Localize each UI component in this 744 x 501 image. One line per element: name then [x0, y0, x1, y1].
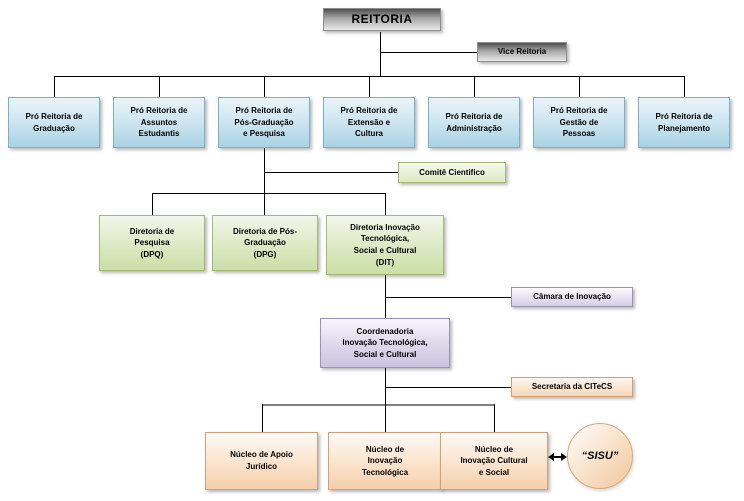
node-label: “SISU”	[581, 450, 619, 462]
node-pro-reitoria-administracao: Pró Reitoria de Administração	[428, 97, 520, 148]
node-camara-inovacao: Câmara de Inovação	[511, 287, 633, 307]
connector-comite	[264, 172, 398, 173]
connector-dit-trunk	[385, 275, 386, 318]
connector-root-trunk	[380, 32, 381, 76]
connector-drop	[474, 76, 475, 97]
node-label: Coordenadoria Inovação Tecnológica, Soci…	[342, 326, 428, 359]
node-secretaria-citecs: Secretaria da CITeCS	[511, 377, 633, 397]
connector-vice	[380, 52, 477, 53]
node-nucleo-inovacao-tecnologica: Núcleo de Inovação Tecnológica	[328, 432, 442, 490]
node-sisu: “SISU”	[567, 423, 633, 489]
node-label: Comitê Cientifico	[419, 167, 485, 177]
node-label: Pró Reitoria de Extensão e Cultura	[340, 106, 398, 139]
node-coordenadoria: Coordenadoria Inovação Tecnológica, Soci…	[320, 318, 450, 368]
connector-drop	[264, 76, 265, 97]
connector-coord-trunk	[385, 368, 386, 405]
connector-drop	[152, 193, 153, 215]
node-label: Câmara de Inovação	[533, 292, 611, 302]
arrowhead-left-icon	[548, 453, 554, 461]
connector-drop	[369, 76, 370, 97]
node-pro-reitoria-gestao-pessoas: Pró Reitoria de Gestão de Pessoas	[533, 97, 625, 148]
connector-diretorias	[152, 193, 386, 194]
connector-drop	[262, 404, 263, 432]
node-diretoria-inovacao: Diretoria Inovação Tecnológica, Social e…	[326, 215, 444, 275]
connector-drop	[494, 404, 495, 432]
node-comite-cientifico: Comitê Cientifico	[398, 162, 506, 183]
connector-drop	[385, 404, 386, 432]
node-nucleo-apoio-juridico: Núcleo de Apoio Jurídico	[205, 432, 318, 490]
node-label: Diretoria de Pós- Graduação (DPG)	[232, 226, 297, 259]
arrowhead-right-icon	[561, 453, 567, 461]
node-pro-reitoria-graduacao: Pró Reitoria de Graduação	[8, 97, 100, 148]
node-reitoria: REITORIA	[323, 8, 441, 31]
arrow-shaft	[554, 456, 561, 458]
node-diretoria-pos-graduacao: Diretoria de Pós- Graduação (DPG)	[212, 215, 318, 271]
node-label: Pró Reitoria de Planejamento	[655, 111, 713, 133]
node-pro-reitoria-pos-graduacao: Pró Reitoria de Pós-Graduação e Pesquisa	[218, 97, 310, 148]
connector-secretaria	[385, 387, 511, 388]
bidirectional-arrow-icon	[548, 453, 567, 461]
node-pro-reitoria-planejamento: Pró Reitoria de Planejamento	[638, 97, 730, 148]
node-pro-reitoria-extensao: Pró Reitoria de Extensão e Cultura	[323, 97, 415, 148]
node-label: Núcleo de Apoio Jurídico	[230, 450, 293, 471]
node-pro-reitoria-assuntos-estudantis: Pró Reitoria de Assuntos Estudantis	[113, 97, 205, 148]
node-label: Pró Reitoria de Administração	[445, 111, 503, 133]
connector-drop	[54, 76, 55, 97]
connector-camara	[385, 297, 511, 298]
connector-drop	[385, 193, 386, 215]
connector-drop	[579, 76, 580, 97]
node-vice-reitoria: Vice Reitoria	[477, 42, 567, 62]
node-label: Diretoria de Pesquisa (DPQ)	[129, 226, 175, 259]
node-label: Núcleo de Inovação Cultural e Social	[460, 444, 528, 477]
node-label: Pró Reitoria de Graduação	[25, 111, 83, 133]
connector-drop	[159, 76, 160, 97]
node-diretoria-pesquisa: Diretoria de Pesquisa (DPQ)	[99, 215, 205, 271]
connector-drop	[684, 76, 685, 97]
node-label: Pró Reitoria de Assuntos Estudantis	[130, 106, 188, 139]
node-label: Diretoria Inovação Tecnológica, Social e…	[350, 222, 420, 267]
connector-posgrad-trunk	[264, 148, 265, 215]
node-nucleo-inovacao-cultural: Núcleo de Inovação Cultural e Social	[440, 432, 548, 490]
node-label: Secretaria da CITeCS	[531, 382, 613, 392]
node-label: Pró Reitoria de Pós-Graduação e Pesquisa	[234, 106, 294, 139]
node-label: Núcleo de Inovação Tecnológica	[361, 444, 409, 477]
node-label: Vice Reitoria	[497, 47, 547, 57]
node-label: Pró Reitoria de Gestão de Pessoas	[550, 106, 608, 139]
connector-nucleos	[262, 404, 495, 406]
node-label: REITORIA	[351, 11, 413, 26]
